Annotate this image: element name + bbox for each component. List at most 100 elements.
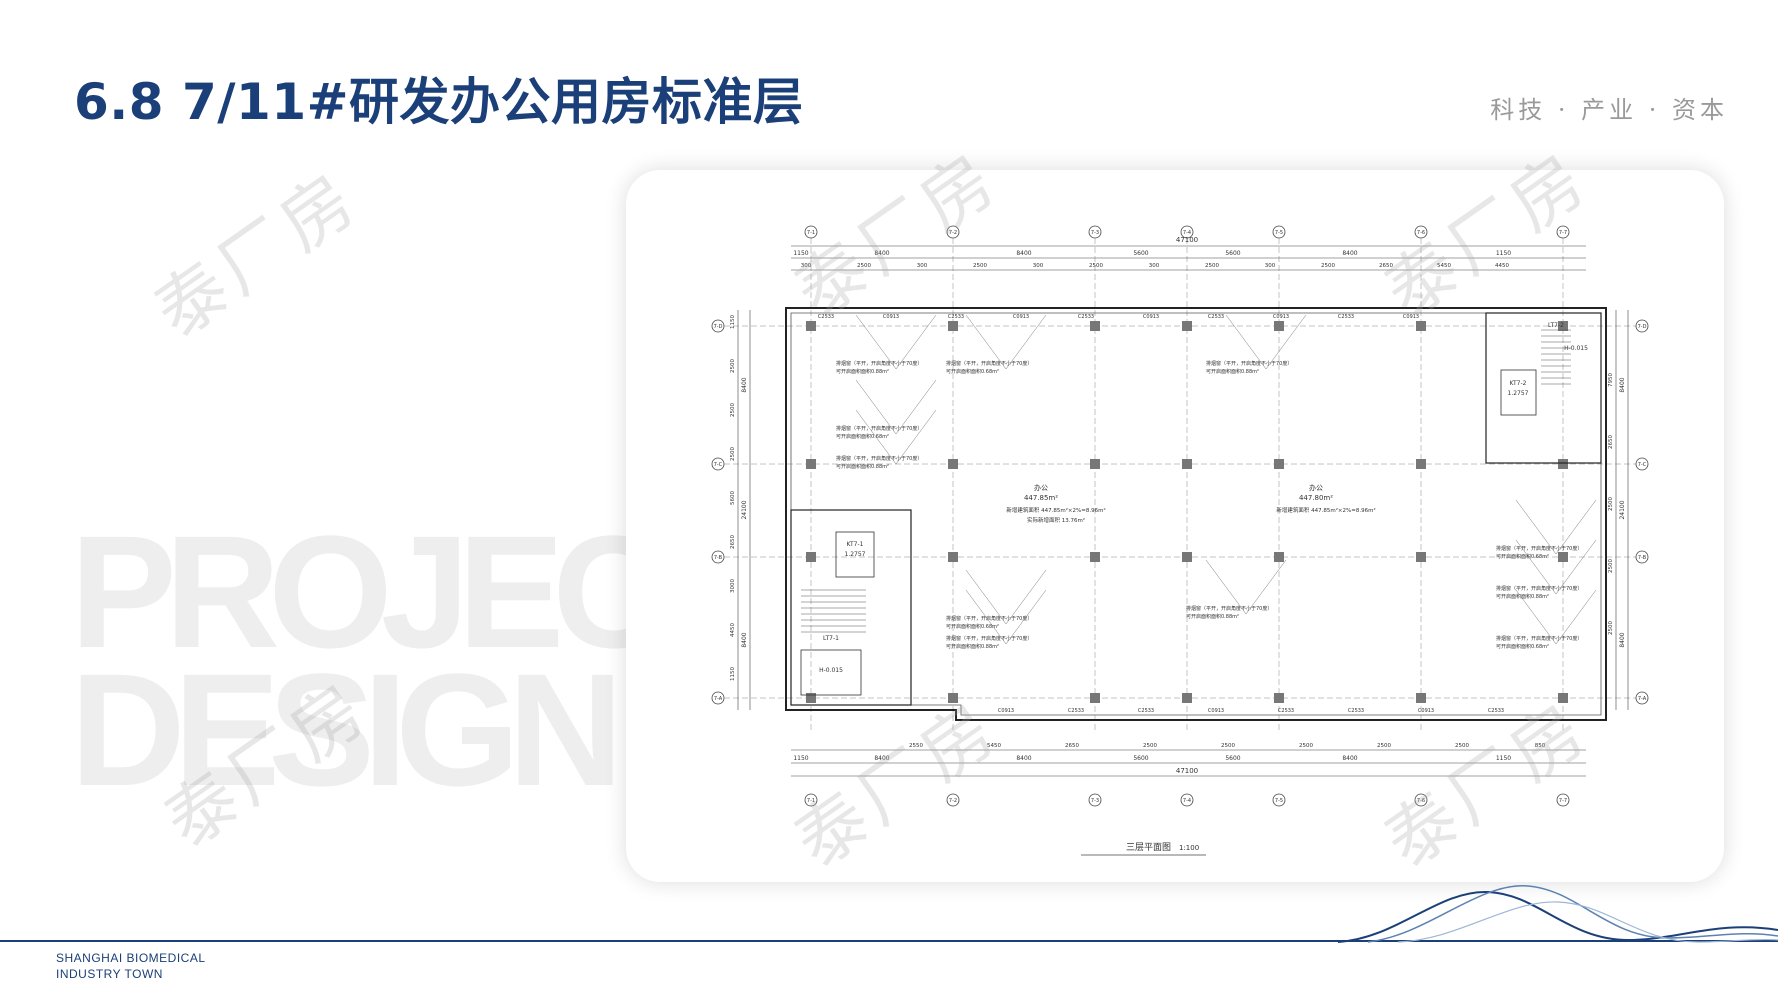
axis-bubble xyxy=(1635,319,1649,333)
leader-line xyxy=(855,409,897,465)
watermark: 泰厂房 xyxy=(140,156,375,354)
leader-line xyxy=(1555,589,1597,645)
column xyxy=(1416,321,1426,331)
dimension-label: 300 xyxy=(1265,263,1276,269)
dimension-label: 2500 xyxy=(1377,743,1391,749)
dimension-label: 8400 xyxy=(1619,632,1626,647)
annotation: 排烟窗（平开，开启角度不小于70度） xyxy=(836,455,922,462)
axis-label: 7-D xyxy=(714,324,723,330)
annotation: 可开启面积面积0.68m² xyxy=(836,433,889,440)
dimension-label: 24100 xyxy=(1619,500,1626,519)
axis-label: 7-B xyxy=(1638,555,1647,561)
annotation: 可开启面积面积0.88m² xyxy=(836,368,889,375)
exterior-wall-inner xyxy=(790,312,1602,716)
column xyxy=(948,552,958,562)
dimension-label: 1150 xyxy=(793,755,808,762)
room-label: LT7-1 xyxy=(823,635,839,642)
dimension-label: 3000 xyxy=(730,579,736,593)
axis-label: 7-1 xyxy=(807,230,815,236)
window-code: C2533 xyxy=(1338,314,1354,320)
dimension-label: 2500 xyxy=(1143,743,1157,749)
leader-line xyxy=(1555,539,1597,595)
window-code: C0913 xyxy=(1273,314,1289,320)
annotation: 新增建筑面积 447.85m²×2%=8.96m² xyxy=(1006,506,1105,514)
axis-bubble xyxy=(1272,793,1286,807)
axis-bubble xyxy=(1635,457,1649,471)
dimension-label: 5450 xyxy=(987,743,1001,749)
leader-line xyxy=(1555,499,1597,555)
dimension-label: 2500 xyxy=(1089,263,1103,269)
axis-label: 7-6 xyxy=(1417,798,1425,804)
dimension-label: 2500 xyxy=(973,263,987,269)
axis-label: 7-1 xyxy=(807,798,815,804)
dimension-label: 8400 xyxy=(1342,755,1357,762)
leader-line xyxy=(1515,589,1557,645)
window-code: C0913 xyxy=(1143,314,1159,320)
axis-bubble xyxy=(1180,793,1194,807)
room-label: KT7-2 xyxy=(1510,380,1527,387)
window-code: C0913 xyxy=(998,708,1014,714)
dimension-label: 4450 xyxy=(730,623,736,637)
dimension-label: 5600 xyxy=(1133,755,1148,762)
leader-line xyxy=(895,409,937,465)
dimension-label: 8400 xyxy=(1016,250,1031,257)
window-code: C2533 xyxy=(1348,708,1364,714)
axis-bubble xyxy=(1556,793,1570,807)
window-code: C2533 xyxy=(1078,314,1094,320)
drawing-caption: 三层平面图 xyxy=(1126,842,1171,853)
annotation: 可开启面积面积0.88m² xyxy=(836,463,889,470)
column xyxy=(1558,459,1568,469)
annotation: 可开启面积面积0.88m² xyxy=(946,643,999,650)
column xyxy=(1274,459,1284,469)
axis-label: 7-C xyxy=(1638,462,1647,468)
room-label: 办公 xyxy=(1309,483,1323,492)
leader-line xyxy=(1515,499,1557,555)
room-label: H-0.015 xyxy=(819,667,843,674)
dimension-label: 8400 xyxy=(1342,250,1357,257)
leader-line xyxy=(1005,314,1047,370)
annotation: 可开启面积面积0.68m² xyxy=(1496,553,1549,560)
axis-bubble xyxy=(946,793,960,807)
core-left xyxy=(790,509,912,706)
dimension-label: 300 xyxy=(801,263,812,269)
leader-line xyxy=(895,379,937,435)
dimension-label: 2500 xyxy=(1608,497,1614,511)
dimension-label: 5600 xyxy=(1133,250,1148,257)
dimension-label: 5600 xyxy=(1225,250,1240,257)
column xyxy=(1090,459,1100,469)
column xyxy=(1090,321,1100,331)
leader-line xyxy=(895,314,937,370)
annotation: 可开启面积面积0.68m² xyxy=(946,623,999,630)
footer-line-2: INDUSTRY TOWN xyxy=(56,967,163,981)
column xyxy=(948,321,958,331)
background-word-design: DESIGN xyxy=(70,640,623,819)
dimension-label: 24100 xyxy=(741,500,748,519)
axis-label: 7-D xyxy=(1638,324,1647,330)
dimension-label: 2500 xyxy=(1205,263,1219,269)
annotation: 排烟窗（平开，开启角度不小于70度） xyxy=(1186,605,1272,612)
axis-label: 7-2 xyxy=(949,230,957,236)
window-code: C0913 xyxy=(1418,708,1434,714)
axis-label: 7-5 xyxy=(1275,798,1283,804)
decorative-waves xyxy=(1338,885,1778,943)
dimension-label: 1150 xyxy=(1496,250,1511,257)
dimension-label: 4450 xyxy=(1495,263,1509,269)
leader-line xyxy=(1245,559,1287,615)
leader-line xyxy=(1205,559,1247,615)
column xyxy=(1274,693,1284,703)
dimension-label: 2500 xyxy=(1221,743,1235,749)
window-code: C2533 xyxy=(1278,708,1294,714)
column xyxy=(948,459,958,469)
dimension-label: 2500 xyxy=(1608,621,1614,635)
dimension-total: 47100 xyxy=(1176,236,1198,244)
axis-label: 7-7 xyxy=(1559,798,1567,804)
dimension-label: 300 xyxy=(1033,263,1044,269)
axis-bubble xyxy=(804,793,818,807)
dimension-label: 5450 xyxy=(1437,263,1451,269)
room-label: 447.80m² xyxy=(1299,494,1333,502)
annotation: 排烟窗（平开，开启角度不小于70度） xyxy=(946,360,1032,367)
elevator-left xyxy=(835,531,875,578)
window-code: C2533 xyxy=(1068,708,1084,714)
dimension-label: 7950 xyxy=(1608,373,1614,387)
